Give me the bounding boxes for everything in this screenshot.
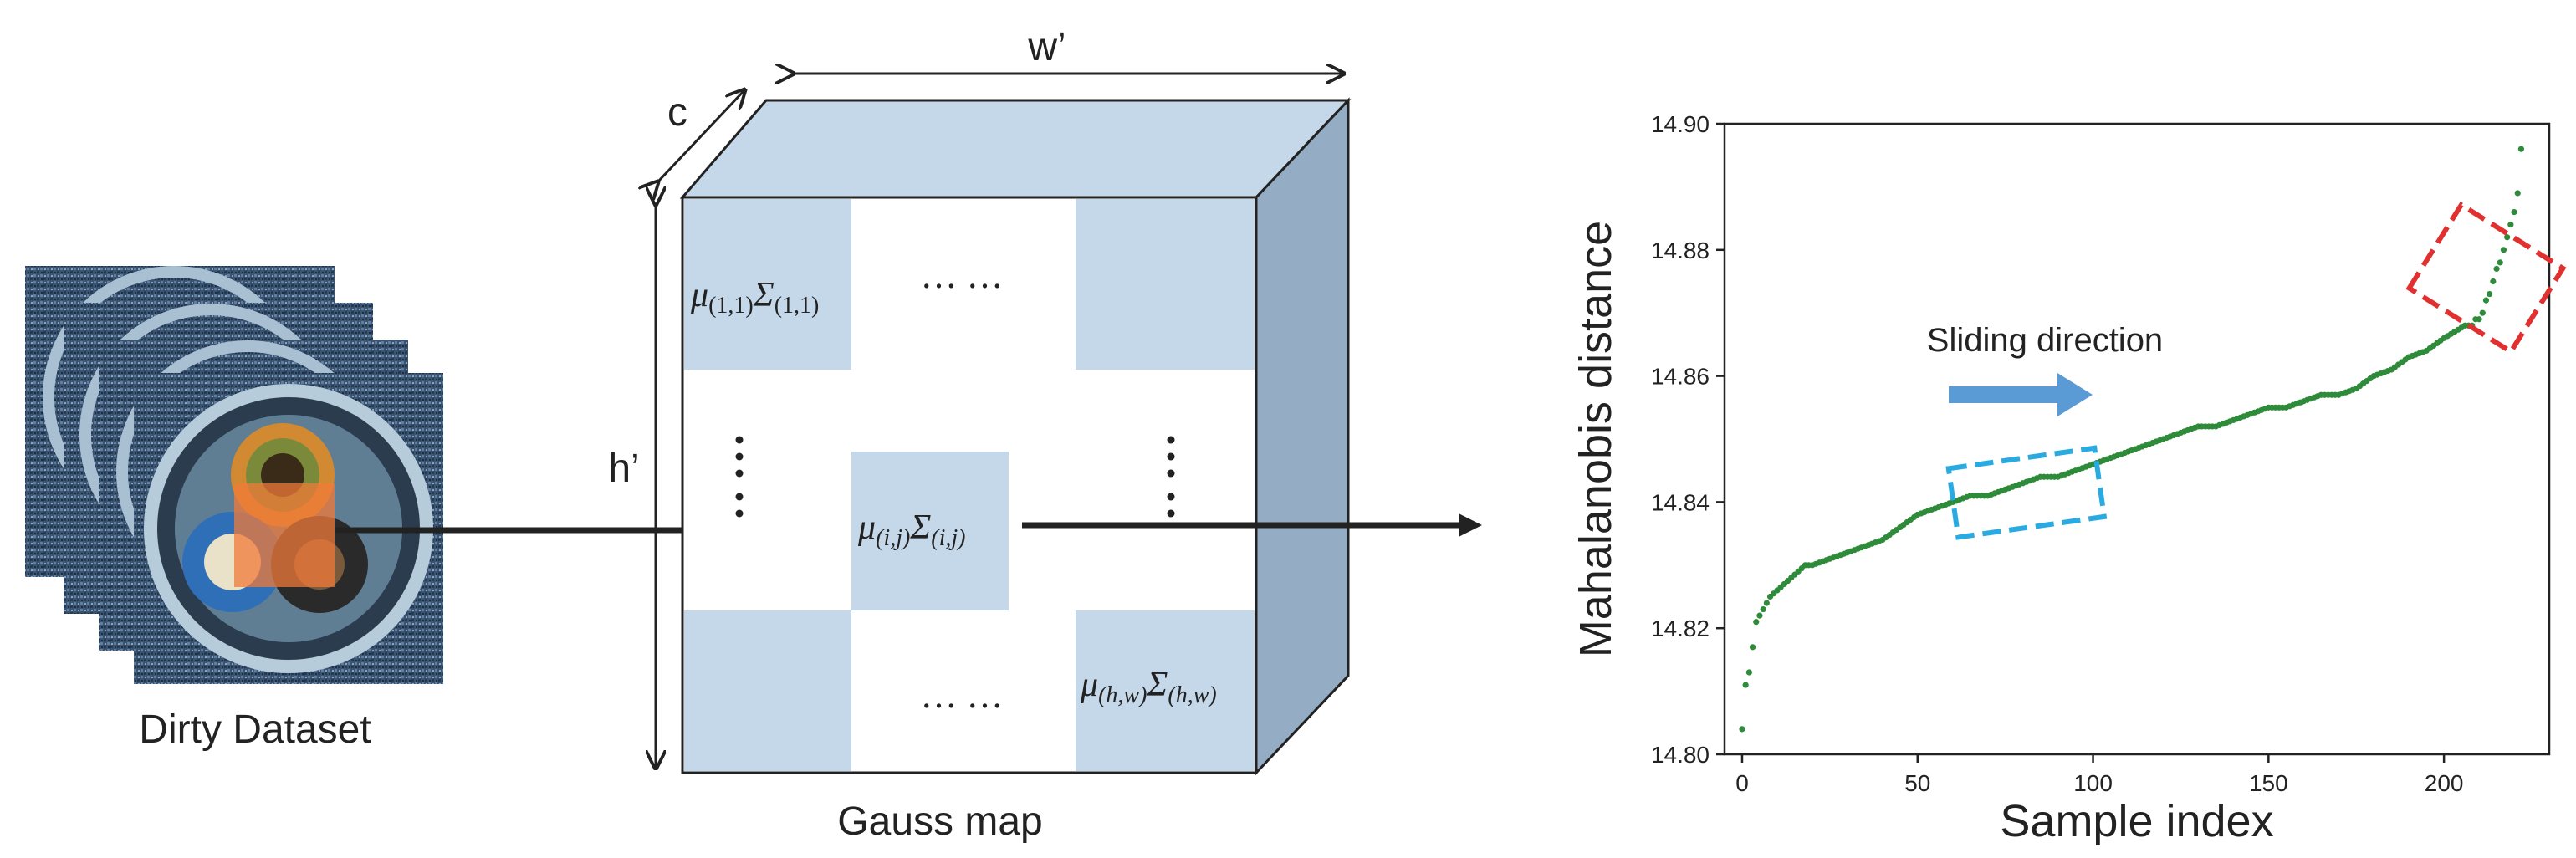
data-point bbox=[1760, 605, 1766, 613]
x-tick-label: 50 bbox=[1904, 770, 1930, 796]
plot-frame bbox=[1723, 122, 2551, 756]
gauss-map-label: Gauss map bbox=[837, 799, 1042, 844]
data-point bbox=[2479, 309, 2486, 316]
cell-bottom-left bbox=[684, 610, 851, 771]
vertical-ellipsis-left bbox=[735, 436, 744, 518]
data-point bbox=[2507, 222, 2514, 228]
formula-bottom-right: μ(h,w)Σ(h,w) bbox=[1080, 666, 1217, 708]
channel-label: c bbox=[667, 90, 687, 135]
y-tick-label: 14.86 bbox=[1651, 364, 1710, 390]
y-tick-label: 14.80 bbox=[1651, 742, 1710, 768]
data-point bbox=[1763, 600, 1770, 606]
x-axis-ticks: 0 50 100 150 200 bbox=[1735, 754, 2463, 796]
cell-top-right bbox=[1076, 199, 1255, 370]
formula-top-left: μ(1,1)Σ(1,1) bbox=[690, 276, 819, 319]
cell-center bbox=[851, 452, 1009, 610]
cell-bottom-right bbox=[1076, 610, 1255, 771]
ellipsis-top: … … bbox=[921, 255, 1004, 296]
data-point bbox=[1742, 682, 1749, 688]
sliding-window-box bbox=[1945, 445, 2108, 540]
y-tick-label: 14.84 bbox=[1651, 489, 1710, 515]
data-point bbox=[1739, 726, 1745, 733]
y-axis-ticks: 14.80 14.82 14.84 14.86 14.88 14.90 bbox=[1651, 111, 1725, 768]
y-tick-label: 14.82 bbox=[1651, 615, 1710, 641]
data-point bbox=[1756, 612, 1763, 619]
data-point bbox=[1753, 619, 1760, 626]
data-point bbox=[2511, 208, 2517, 216]
chart-annotations: Sliding direction bbox=[1927, 201, 2567, 540]
data-point bbox=[2487, 290, 2493, 298]
x-tick-label: 150 bbox=[2249, 770, 2288, 796]
vertical-ellipsis-right bbox=[1167, 436, 1175, 518]
ellipsis-bottom: … … bbox=[921, 675, 1004, 716]
dataset-image-front bbox=[134, 373, 443, 684]
data-point bbox=[2514, 190, 2521, 197]
data-point bbox=[2490, 278, 2497, 285]
data-point bbox=[2482, 297, 2490, 304]
sliding-direction-arrow bbox=[1949, 373, 2093, 416]
height-label: h’ bbox=[608, 447, 639, 491]
data-point bbox=[2497, 259, 2503, 266]
formula-center: μ(i,j)Σ(i,j) bbox=[857, 508, 966, 551]
y-tick-label: 14.88 bbox=[1651, 237, 1710, 263]
cube-top-face bbox=[679, 99, 1352, 199]
dataset-label: Dirty Dataset bbox=[139, 707, 371, 752]
channel-dimension-arrow bbox=[657, 90, 744, 182]
gauss-map-cube bbox=[679, 97, 1352, 776]
data-point bbox=[1749, 644, 1756, 651]
data-point bbox=[2476, 316, 2482, 323]
anomaly-window-box bbox=[2405, 201, 2567, 355]
x-axis-label: Sample index bbox=[2000, 796, 2273, 846]
data-point bbox=[2500, 247, 2507, 253]
x-tick-label: 0 bbox=[1735, 770, 1749, 796]
x-tick-label: 100 bbox=[2073, 770, 2113, 796]
data-point bbox=[1745, 669, 1752, 676]
patch-highlight bbox=[234, 483, 335, 587]
data-point bbox=[2517, 146, 2525, 152]
cell-top-left bbox=[684, 199, 851, 370]
x-tick-label: 200 bbox=[2425, 770, 2464, 796]
y-axis-label: Mahalanobis distance bbox=[1571, 221, 1621, 657]
data-point bbox=[2504, 234, 2511, 241]
data-point bbox=[2493, 265, 2500, 273]
data-points bbox=[1739, 146, 2525, 733]
width-label: w’ bbox=[1027, 25, 1066, 69]
output-arrow-head bbox=[1459, 513, 1482, 537]
dataset-image-stack bbox=[25, 266, 443, 684]
cube-side-face bbox=[1255, 97, 1350, 776]
sliding-direction-label: Sliding direction bbox=[1927, 322, 2163, 359]
y-tick-label: 14.90 bbox=[1651, 111, 1710, 137]
